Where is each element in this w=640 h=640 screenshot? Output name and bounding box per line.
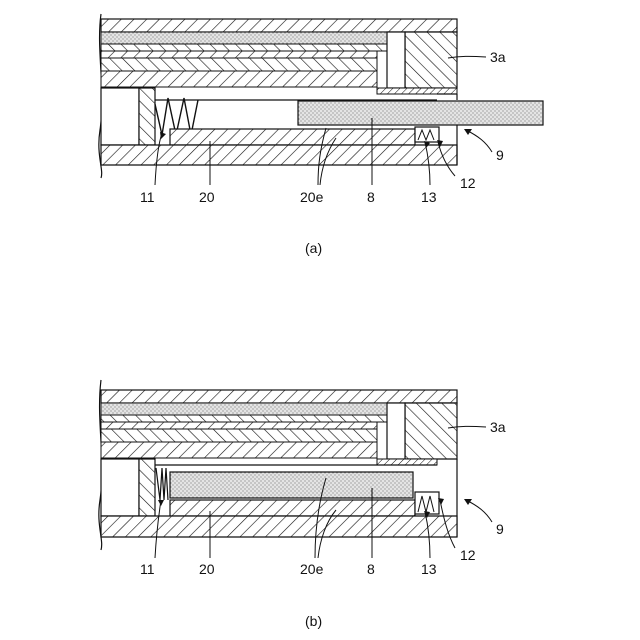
thin-layer	[101, 429, 377, 442]
label-20: 20	[199, 561, 215, 577]
label-20e: 20e	[300, 561, 324, 577]
tray-20	[170, 500, 415, 516]
spring-11	[156, 468, 168, 500]
label-12: 12	[460, 175, 476, 191]
label-8: 8	[367, 189, 375, 205]
thin-layer	[101, 51, 377, 58]
label-11: 11	[140, 189, 155, 205]
left-wall	[101, 459, 139, 516]
label-9: 9	[496, 521, 504, 537]
housing-3a	[405, 403, 457, 459]
tray-20	[170, 129, 415, 145]
label-12: 12	[460, 547, 476, 563]
arrow-9	[466, 500, 492, 522]
dotted-layer	[101, 32, 387, 44]
left-wall	[101, 88, 139, 145]
label-11: 11	[140, 561, 155, 577]
label-9: 9	[496, 147, 504, 163]
label-13: 13	[421, 189, 437, 205]
top-cover	[101, 19, 457, 32]
panel-b: 3a 9 12 11 20 20e 8 13 (b)	[99, 380, 506, 629]
card-8	[298, 101, 543, 125]
ledge	[377, 459, 437, 465]
step-block	[387, 32, 405, 88]
ledge	[377, 88, 457, 94]
thin-layer	[101, 442, 377, 458]
spring-seat	[139, 88, 155, 145]
dotted-layer	[101, 403, 387, 415]
label-3a: 3a	[490, 419, 506, 435]
arrowhead	[160, 132, 166, 139]
bottom-base	[101, 145, 457, 165]
label-20e: 20e	[300, 189, 324, 205]
bottom-base	[101, 516, 457, 537]
housing-3a	[405, 32, 457, 88]
thin-layer	[101, 415, 391, 422]
arrowhead	[158, 500, 164, 506]
caption-b: (b)	[305, 613, 322, 629]
label-13: 13	[421, 561, 437, 577]
card-8	[170, 472, 413, 498]
label-20: 20	[199, 189, 215, 205]
spring-seat	[139, 459, 155, 516]
thin-layer	[101, 44, 391, 51]
caption-a: (a)	[305, 240, 322, 256]
thin-layer	[101, 71, 377, 87]
panel-a: 3a 9 12 11 20 20e 8 13 (a)	[99, 14, 543, 256]
top-cover	[101, 390, 457, 403]
thin-layer	[101, 422, 377, 429]
label-3a: 3a	[490, 49, 506, 65]
arrow-9	[466, 130, 492, 152]
step-block	[387, 403, 405, 459]
label-8: 8	[367, 561, 375, 577]
thin-layer	[101, 58, 377, 71]
